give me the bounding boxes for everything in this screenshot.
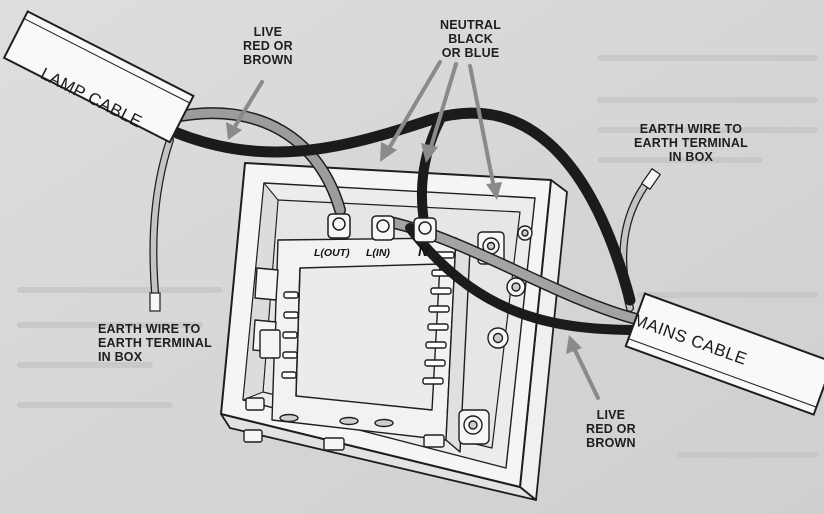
arrow-live-bottom <box>572 346 600 400</box>
terminal-screws <box>327 213 437 243</box>
mounting-tab <box>323 437 345 451</box>
mains-cable-sheath <box>624 292 824 416</box>
mains-neutral-wire <box>405 223 645 335</box>
arrow-neutral-3 <box>468 64 496 190</box>
earth-wire-left-end <box>149 292 161 312</box>
terminal-label-l-in: L(IN) <box>366 247 390 259</box>
arrow-neutral-2 <box>428 62 458 152</box>
floor-slot <box>339 416 359 426</box>
label-earth-right: EARTH WIRE TO EARTH TERMINAL IN BOX <box>634 122 748 164</box>
mounting-tab <box>259 329 281 359</box>
pointer-arrows <box>226 60 600 400</box>
arrow-live-top <box>232 80 264 130</box>
label-live-bottom: LIVE RED OR BROWN <box>586 408 636 450</box>
lamp-neutral-wire <box>159 107 636 306</box>
earth-wire-right-end <box>640 167 662 191</box>
arrow-neutral-1 <box>386 60 442 152</box>
switch-cavity <box>295 263 441 411</box>
floor-slot <box>279 413 299 423</box>
mounting-tab <box>245 397 265 411</box>
show-through-text <box>17 55 818 458</box>
floor-slot <box>374 418 394 428</box>
lamp-cable-sheath <box>2 10 195 144</box>
label-earth-left: EARTH WIRE TO EARTH TERMINAL IN BOX <box>98 322 212 364</box>
label-neutral: NEUTRAL BLACK OR BLUE <box>440 18 502 60</box>
terminal-label-l-out: L(OUT) <box>314 247 350 259</box>
mounting-tab <box>423 434 445 448</box>
mounting-tab <box>243 429 263 443</box>
terminal-label-n: N <box>418 243 429 259</box>
label-live-top: LIVE RED OR BROWN <box>243 25 293 67</box>
switch-mechanism <box>243 237 471 453</box>
